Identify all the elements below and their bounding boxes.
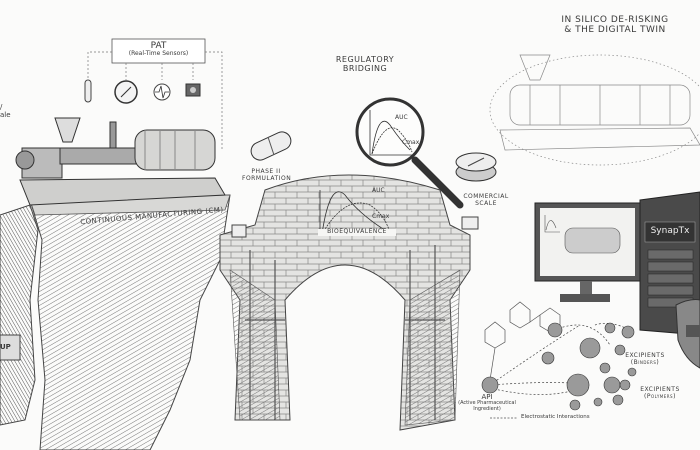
monitor	[534, 202, 641, 302]
phase2-line2: FORMULATION	[242, 174, 292, 182]
left-sign-text: UP	[0, 343, 11, 351]
excipients-polymers-sub: (Polymers)	[644, 392, 676, 400]
pat-box	[87, 38, 223, 150]
continuous-manufacturing-machine	[15, 117, 226, 206]
digital-twin-machine	[489, 54, 700, 166]
pat-subtitle: (Real-Time Sensors)	[128, 50, 189, 58]
magnifier-auc-label: AUC	[395, 114, 408, 121]
shield-lock-icon	[675, 299, 700, 369]
magnifying-glass	[355, 97, 464, 209]
excipients-polymers-title: EXCIPIENTS	[640, 386, 680, 393]
api-sub2: Ingredient)	[473, 405, 501, 412]
pat-label: PAT (Real-Time Sensors)	[112, 41, 205, 58]
excipients-polymers-label: EXCIPIENTS (Polymers)	[632, 386, 688, 401]
stone-bridge	[219, 174, 479, 431]
excipients-binders-title: EXCIPIENTS	[625, 352, 665, 359]
pat-title: PAT	[150, 41, 167, 51]
excipients-binders-label: EXCIPIENTS (Binders)	[620, 352, 670, 367]
excipients-binders-sub: (Binders)	[630, 358, 660, 366]
bridge-cmax-label: Cmax	[372, 213, 390, 220]
commercial-scale-label: COMMERCIAL SCALE	[462, 193, 510, 208]
electrostatic-interactions-legend: Electrostatic Interactions	[521, 414, 590, 420]
tablet-icon	[455, 152, 497, 182]
api-title: API	[481, 393, 493, 401]
digital-twin-title-line2: & THE DIGITAL TWIN	[564, 25, 666, 36]
bioequivalence-label: BIOEQUIVALENCE	[318, 228, 396, 236]
left-cliff	[0, 194, 231, 450]
digital-twin-title-line1: IN SILICO DE-RISKING	[561, 15, 669, 25]
thermometer-icon	[84, 79, 92, 103]
api-label: API (Active Pharmaceutical Ingredient)	[452, 393, 522, 413]
commercial-line1: COMMERCIAL	[463, 193, 509, 200]
left-fragment-text: / ale	[0, 103, 11, 119]
phase-ii-formulation-label: PHASE II FORMULATION	[242, 168, 292, 183]
server-rack	[639, 191, 700, 336]
left-fragment-line2: ale	[0, 111, 11, 120]
bridge-auc-label: AUC	[372, 187, 385, 194]
sensor-icons	[84, 79, 201, 104]
left-fragment-line1: /	[0, 103, 3, 111]
commercial-line2: SCALE	[475, 199, 497, 207]
api-sub1: (Active Pharmaceutical	[458, 400, 516, 407]
phase2-line1: PHASE II	[251, 168, 281, 175]
capsule-icon	[250, 131, 292, 161]
regulatory-title-line2: BRIDGING	[342, 64, 388, 74]
magnifier-cmax-label: Cmax	[402, 139, 420, 146]
server-brand-label: SynapTx	[650, 226, 690, 236]
regulatory-title-line1: REGULATORY	[335, 55, 395, 64]
digital-twin-title: IN SILICO DE-RISKING & THE DIGITAL TWIN	[530, 15, 700, 36]
molecule-network	[481, 301, 637, 419]
regulatory-bridging-title: REGULATORY BRIDGING	[310, 55, 420, 73]
